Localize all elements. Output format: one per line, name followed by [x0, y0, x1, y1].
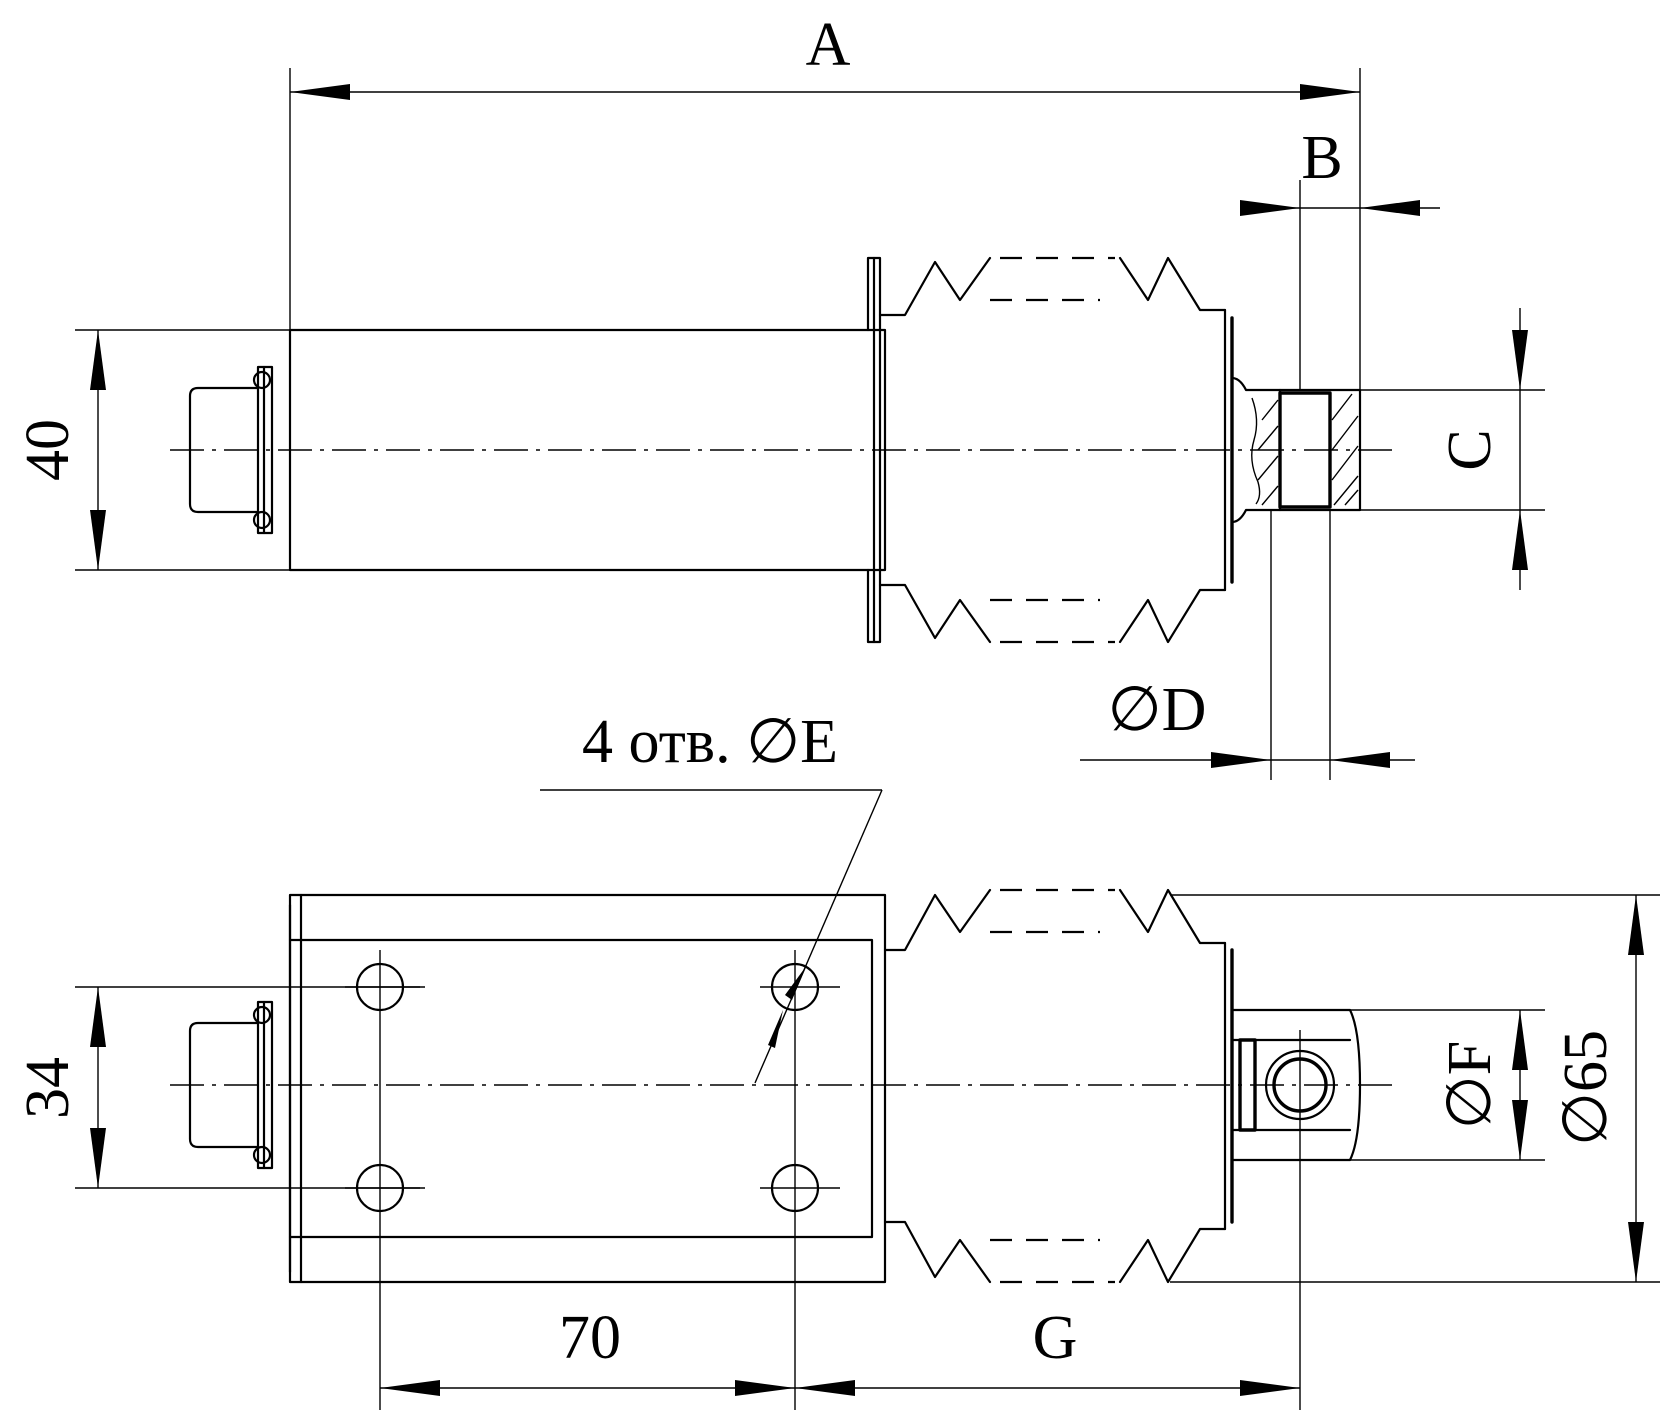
dim-d-label: ∅D [1108, 676, 1207, 744]
holes-leader: 4 отв. ∅E [540, 708, 883, 1084]
top-main-body [288, 328, 887, 572]
top-flange [866, 256, 882, 644]
dim-d: ∅D [1080, 510, 1415, 780]
dim-34: 34 [14, 986, 420, 1189]
dim-a: A [289, 11, 1361, 390]
top-rod-end [1257, 388, 1362, 512]
dim-65-label: ∅65 [1552, 1030, 1620, 1146]
dim-40: 40 [14, 329, 290, 571]
bottom-base-plate [288, 893, 887, 1284]
bottom-bellows-upper [883, 888, 1227, 952]
top-bellows-upper [878, 256, 1227, 317]
dim-f: ∅F [1300, 1009, 1545, 1161]
dim-b: B [1240, 124, 1440, 390]
dim-b-label: B [1301, 124, 1342, 192]
dim-a-label: A [806, 11, 851, 79]
dim-c-label: C [1436, 429, 1504, 470]
top-view: A B C ∅D [14, 11, 1545, 780]
holes-note: 4 отв. ∅E [582, 708, 838, 776]
dim-34-label: 34 [14, 1057, 82, 1119]
dim-70-label: 70 [559, 1304, 621, 1372]
bottom-view: 4 отв. ∅E [14, 708, 1660, 1410]
top-bellows-lower [878, 583, 1227, 644]
dim-c: C [1360, 308, 1545, 590]
dim-65: ∅65 [1170, 894, 1660, 1283]
bottom-connector [188, 1000, 274, 1170]
dim-g: G [795, 1304, 1300, 1396]
bottom-bellows-lower [883, 1220, 1227, 1284]
top-connector [188, 365, 274, 535]
dim-f-label: ∅F [1436, 1041, 1504, 1130]
bottom-rod-end [1230, 1008, 1362, 1410]
dim-70: 70 [380, 1304, 795, 1396]
dim-g-label: G [1033, 1304, 1078, 1372]
dim-40-label: 40 [14, 419, 82, 481]
